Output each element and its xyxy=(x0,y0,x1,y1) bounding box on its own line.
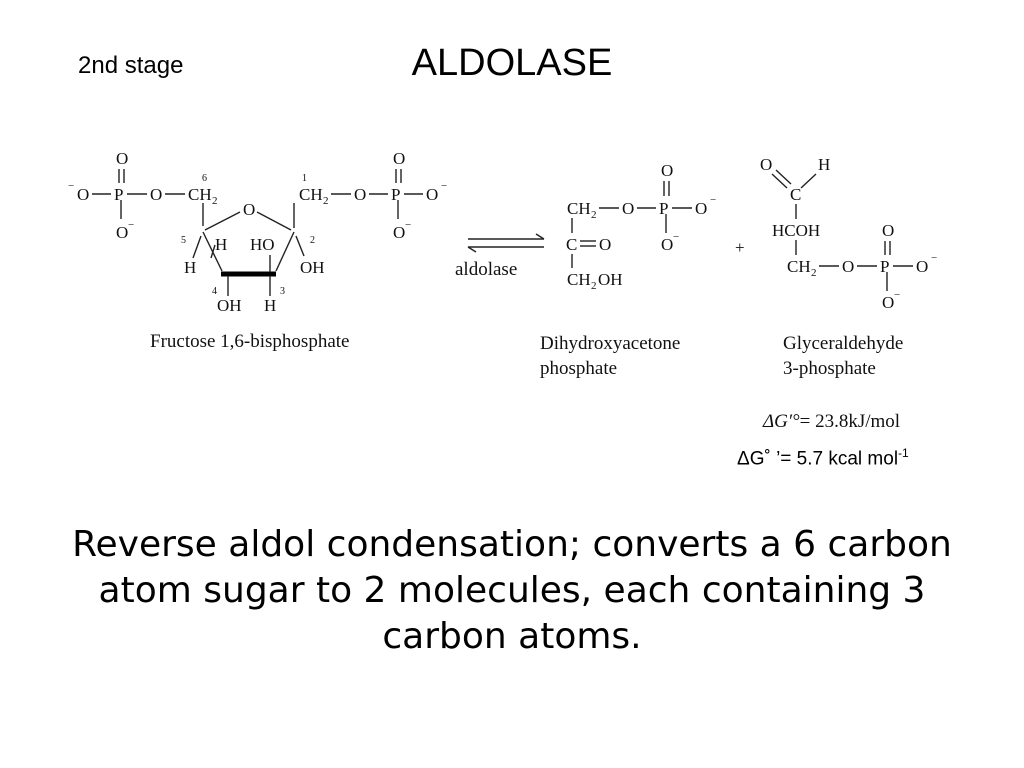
carbon-number-6: 6 xyxy=(202,173,207,184)
svg-text:O: O xyxy=(354,185,366,204)
svg-text:O: O xyxy=(150,185,162,204)
svg-text:O: O xyxy=(916,257,928,276)
carbon-number-4: 4 xyxy=(212,286,217,297)
svg-text:2: 2 xyxy=(591,209,597,221)
svg-text:H: H xyxy=(818,155,830,174)
glyceraldehyde-phosphate-structure: O H C HCOH CH 2 O P O − O O − xyxy=(760,155,937,312)
delta-g-kcal-text: ΔG˚ ’= 5.7 kcal mol xyxy=(737,448,899,470)
svg-text:O: O xyxy=(882,221,894,240)
carbon-number-5: 5 xyxy=(181,235,186,246)
svg-text:HO: HO xyxy=(250,235,275,254)
svg-text:O: O xyxy=(116,149,128,168)
svg-text:P: P xyxy=(114,185,123,204)
svg-text:O: O xyxy=(661,235,673,254)
svg-text:O: O xyxy=(842,257,854,276)
svg-text:P: P xyxy=(659,199,668,218)
svg-text:O: O xyxy=(393,149,405,168)
svg-text:−: − xyxy=(405,219,411,231)
svg-text:CH: CH xyxy=(188,185,212,204)
svg-text:H: H xyxy=(215,235,227,254)
svg-text:2: 2 xyxy=(323,195,329,207)
svg-text:−: − xyxy=(894,289,900,301)
svg-text:CH: CH xyxy=(567,199,591,218)
dihydroxyacetone-phosphate-structure: CH 2 O P O − O O − C O CH 2 OH xyxy=(566,161,716,292)
delta-g-kj-value: = 23.8kJ/mol xyxy=(800,411,900,432)
svg-text:H: H xyxy=(264,296,276,315)
dihydroxyacetone-label-line2: phosphate xyxy=(540,358,617,379)
svg-text:O: O xyxy=(116,223,128,242)
delta-g-symbol: ΔG′° xyxy=(762,411,800,432)
glyceraldehyde-label-line1: Glyceraldehyde xyxy=(783,333,903,354)
svg-text:−: − xyxy=(710,194,716,206)
delta-g-kj: ΔG′°= 23.8kJ/mol xyxy=(762,411,900,432)
glyceraldehyde-label-line2: 3-phosphate xyxy=(783,358,876,379)
svg-text:O: O xyxy=(77,185,89,204)
equilibrium-arrows xyxy=(467,233,545,253)
svg-text:O: O xyxy=(695,199,707,218)
svg-text:O: O xyxy=(760,155,772,174)
svg-text:HCOH: HCOH xyxy=(772,221,820,240)
svg-text:CH: CH xyxy=(567,270,591,289)
svg-text:O: O xyxy=(882,293,894,312)
dihydroxyacetone-label-line1: Dihydroxyacetone xyxy=(540,333,680,354)
stage-label: 2nd stage xyxy=(78,52,184,79)
svg-text:−: − xyxy=(673,231,679,243)
svg-text:O: O xyxy=(426,185,438,204)
svg-text:O: O xyxy=(661,161,673,180)
svg-text:2: 2 xyxy=(591,280,597,292)
svg-text:O: O xyxy=(243,200,255,219)
svg-text:P: P xyxy=(391,185,400,204)
enzyme-label: aldolase xyxy=(455,259,517,280)
delta-g-kcal: ΔG˚ ’= 5.7 kcal mol-1 xyxy=(737,446,909,470)
svg-text:O: O xyxy=(622,199,634,218)
svg-text:−: − xyxy=(128,219,134,231)
svg-text:C: C xyxy=(566,235,577,254)
slide-title: ALDOLASE xyxy=(411,42,613,84)
svg-text:CH: CH xyxy=(787,257,811,276)
svg-text:−: − xyxy=(931,252,937,264)
svg-text:OH: OH xyxy=(300,258,325,277)
plus-sign: + xyxy=(735,238,745,257)
carbon-number-2: 2 xyxy=(310,235,315,246)
fructose-bisphosphate-label: Fructose 1,6-bisphosphate xyxy=(150,331,349,352)
svg-text:O: O xyxy=(393,223,405,242)
delta-g-kcal-exponent: -1 xyxy=(898,446,909,460)
svg-text:O: O xyxy=(599,235,611,254)
svg-text:2: 2 xyxy=(212,195,218,207)
svg-text:P: P xyxy=(880,257,889,276)
reaction-description: Reverse aldol condensation; converts a 6… xyxy=(72,524,952,657)
svg-text:−: − xyxy=(68,180,74,192)
reaction-diagram: O − O P O O − CH 2 6 O 5 H H 4 OH xyxy=(68,149,937,432)
svg-text:OH: OH xyxy=(598,270,623,289)
svg-text:OH: OH xyxy=(217,296,242,315)
svg-text:C: C xyxy=(790,185,801,204)
carbon-number-3: 3 xyxy=(280,286,285,297)
svg-text:CH: CH xyxy=(299,185,323,204)
svg-text:2: 2 xyxy=(811,267,817,279)
svg-text:−: − xyxy=(441,180,447,192)
fructose-bisphosphate-structure: O − O P O O − CH 2 6 O 5 H H 4 OH xyxy=(68,149,447,315)
svg-text:H: H xyxy=(184,258,196,277)
carbon-number-1: 1 xyxy=(302,173,307,184)
